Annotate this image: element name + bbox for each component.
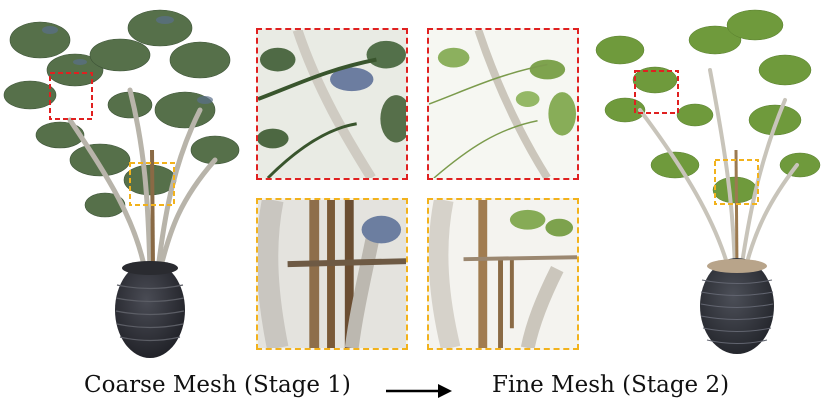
coarse-mesh-caption: Coarse Mesh (Stage 1) [84, 372, 351, 398]
fine-leaf-region-marker [634, 70, 679, 114]
coarse-leaf-region-marker [49, 72, 93, 120]
coarse-stem-zoom-inset [256, 198, 408, 350]
fine-stem-zoom-inset [427, 198, 579, 350]
fine-stem-region-marker [714, 159, 759, 205]
right-arrow-icon [386, 384, 452, 398]
fine-stems [638, 68, 799, 272]
fine-leaf-zoom-inset [427, 28, 579, 180]
fine-mesh-caption: Fine Mesh (Stage 2) [492, 372, 730, 398]
coarse-stems [67, 87, 218, 273]
fine-pot [700, 258, 774, 354]
fine-foliage [595, 9, 821, 204]
coarse-foliage [3, 9, 240, 218]
coarse-leaf-zoom-inset [256, 28, 408, 180]
coarse-mesh-plant-render [3, 9, 240, 358]
coarse-pot [115, 261, 185, 358]
coarse-stem-region-marker [129, 162, 175, 206]
fine-mesh-plant-render [595, 9, 821, 354]
